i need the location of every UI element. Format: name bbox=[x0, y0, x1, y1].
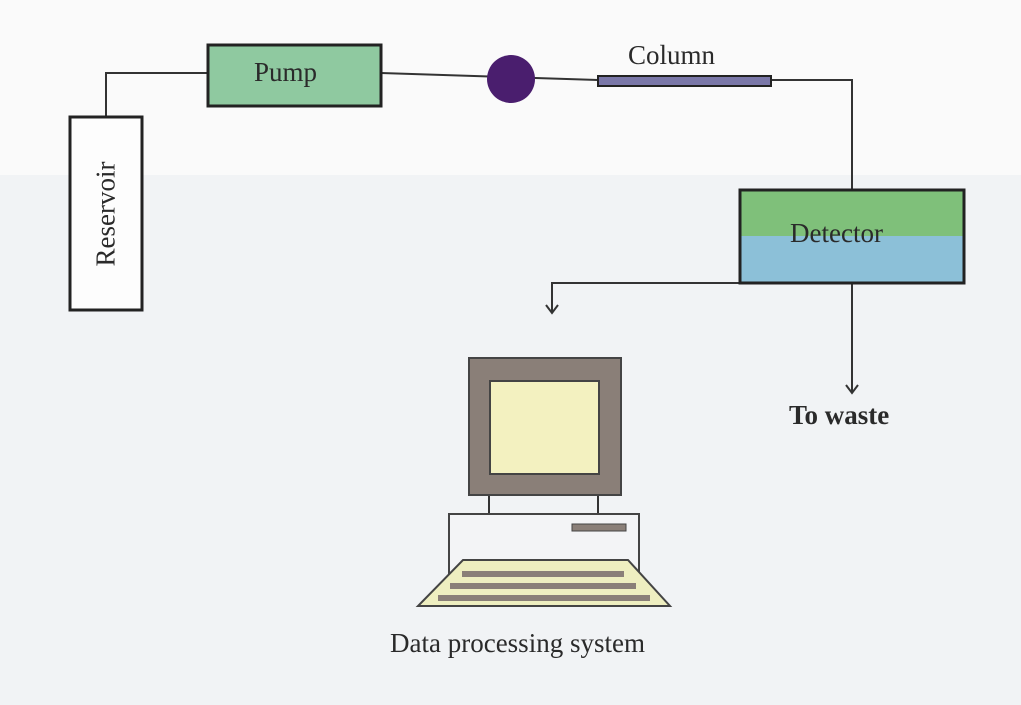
column-label: Column bbox=[628, 40, 716, 70]
line-reservoir-pump bbox=[105, 72, 208, 117]
pump-box bbox=[206, 43, 383, 108]
monitor-screen bbox=[489, 380, 600, 475]
arrow-to-waste bbox=[845, 384, 859, 395]
detector-box bbox=[738, 188, 966, 285]
disk-drive bbox=[571, 523, 627, 532]
column-tube bbox=[597, 75, 772, 87]
computer-icon bbox=[415, 357, 673, 607]
reservoir-box bbox=[68, 115, 144, 312]
line-column-detector bbox=[771, 79, 853, 190]
key-row bbox=[450, 583, 636, 589]
pump-label: Pump bbox=[254, 57, 318, 87]
reservoir-label: Reservoir bbox=[90, 161, 121, 267]
detector-label: Detector bbox=[790, 218, 883, 248]
arrow-to-computer bbox=[545, 304, 559, 315]
waste-label: To waste bbox=[789, 400, 890, 430]
key-row bbox=[462, 571, 624, 577]
line-detector-computer bbox=[551, 282, 740, 312]
key-row bbox=[438, 595, 650, 601]
data-system-label: Data processing system bbox=[390, 628, 645, 658]
injector-valve bbox=[487, 55, 535, 103]
detector-top bbox=[740, 190, 964, 236]
detector-bottom bbox=[740, 236, 964, 283]
